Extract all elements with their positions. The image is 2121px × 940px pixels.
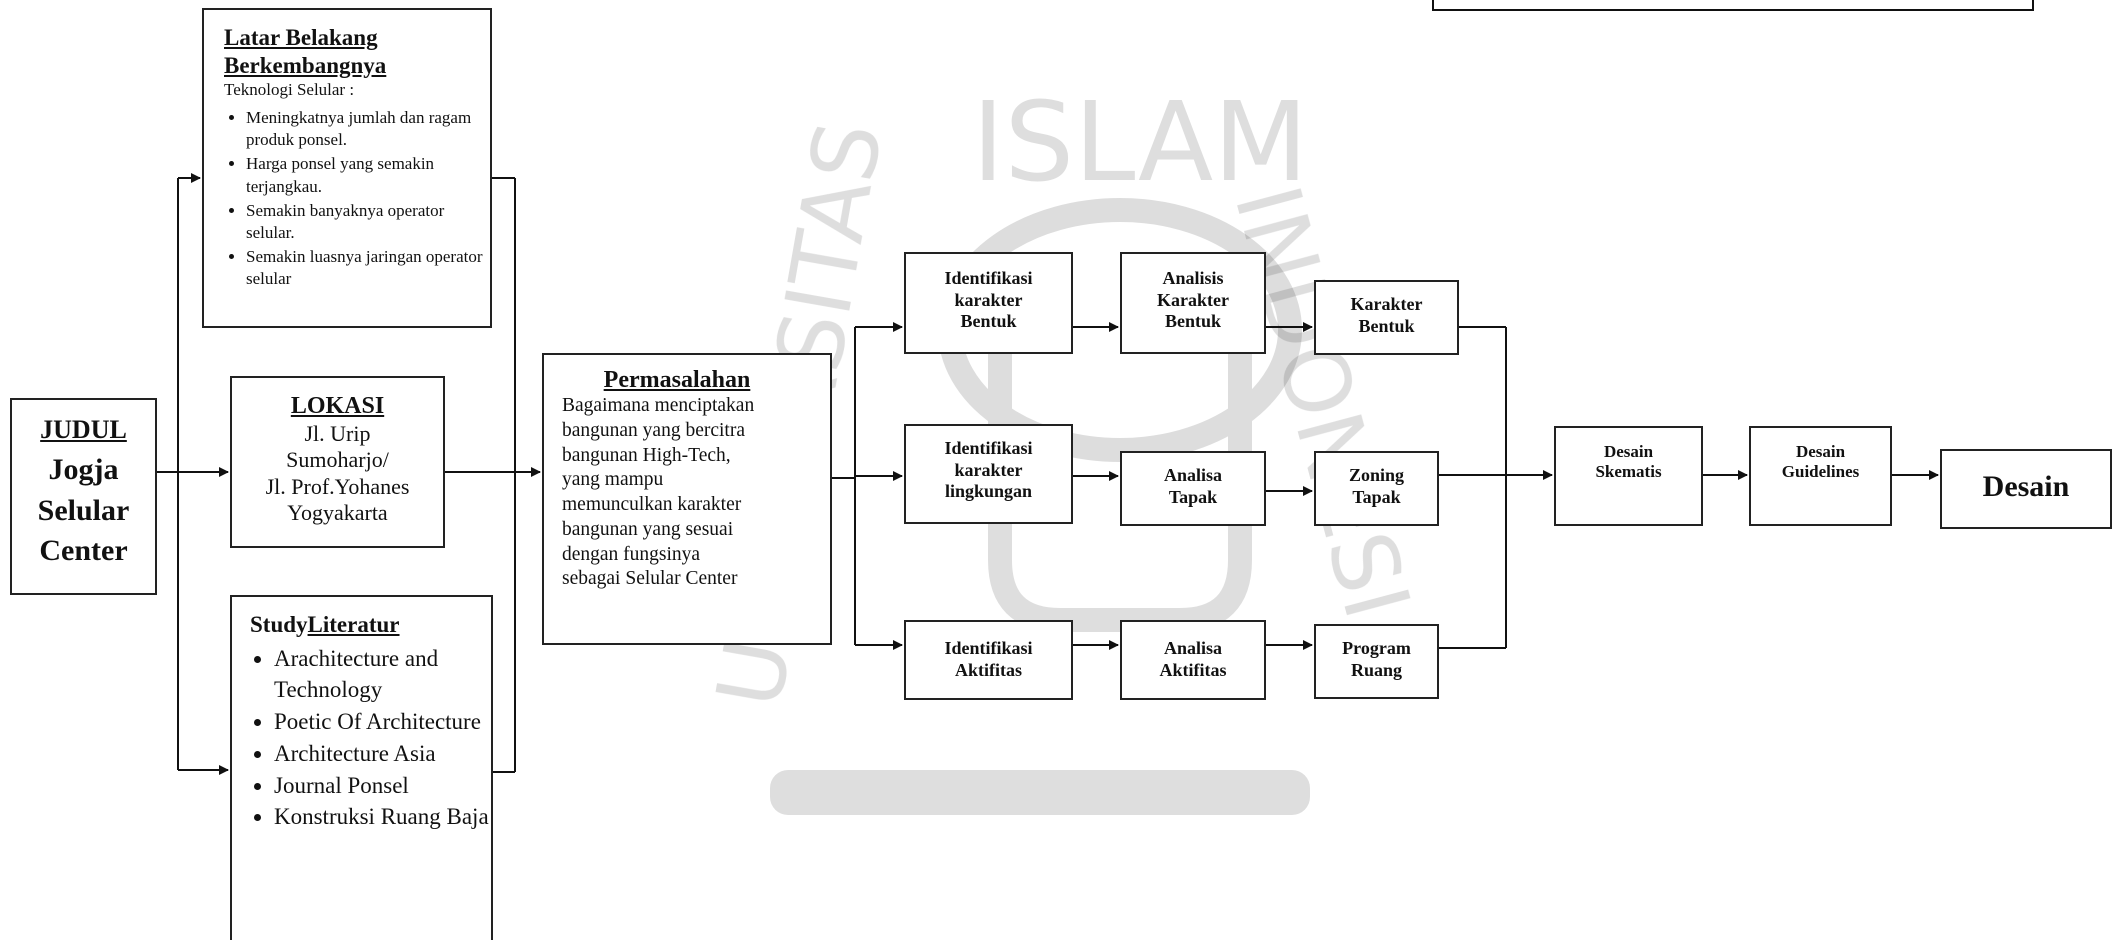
identifikasi-bentuk-box: Identifikasi karakter Bentuk: [904, 252, 1073, 354]
latar-belakang-box: Latar Belakang Berkembangnya Teknologi S…: [202, 8, 492, 328]
identifikasi-lingkungan-line: lingkungan: [944, 481, 1033, 502]
latar-item: Semakin banyaknya operator selular.: [246, 200, 486, 244]
permasalahan-line: yang mampu: [562, 469, 664, 491]
analisa-tapak-box: Analisa Tapak: [1120, 451, 1266, 526]
identifikasi-lingkungan-line: Identifikasi: [944, 438, 1033, 458]
analisis-karakter-box: Analisis Karakter Bentuk: [1120, 252, 1266, 354]
latar-subtitle: Teknologi Selular :: [224, 80, 355, 100]
latar-item: Harga ponsel yang semakin terjangkau.: [246, 153, 486, 197]
zoning-tapak-box: Zoning Tapak: [1314, 451, 1439, 526]
identifikasi-lingkungan-box: Identifikasi karakter lingkungan: [904, 424, 1073, 524]
identifikasi-aktifitas-line: Identifikasi: [944, 638, 1033, 658]
study-title-plain: Study: [250, 612, 308, 637]
karakter-bentuk-line: Bentuk: [1358, 315, 1415, 336]
desain-skematis-line: Skematis: [1595, 462, 1662, 482]
desain-label: Desain: [1982, 470, 2070, 503]
analisa-tapak-line: Analisa: [1163, 465, 1223, 485]
permasalahan-box: Permasalahan Bagaimana menciptakan bangu…: [542, 353, 832, 645]
permasalahan-line: Bagaimana menciptakan: [562, 395, 755, 416]
identifikasi-bentuk-line: Bentuk: [960, 311, 1017, 332]
lokasi-box: LOKASI Jl. Urip Sumoharjo/ Jl. Prof.Yoha…: [230, 376, 445, 548]
study-item: Architecture Asia: [274, 738, 490, 770]
permasalahan-line: bangunan High-Tech,: [562, 444, 731, 466]
program-ruang-line: Program: [1342, 638, 1411, 658]
latar-title-line-1: Latar Belakang: [224, 25, 378, 50]
lokasi-title: LOKASI: [290, 393, 385, 419]
analisa-aktifitas-line: Analisa: [1163, 638, 1223, 658]
program-ruang-line: Ruang: [1350, 659, 1403, 680]
study-item: Journal Ponsel: [274, 770, 490, 802]
judul-line-1: Jogja: [48, 453, 119, 486]
analisa-aktifitas-box: Analisa Aktifitas: [1120, 620, 1266, 700]
identifikasi-bentuk-line: Identifikasi: [944, 268, 1033, 288]
judul-line-3: Center: [39, 534, 128, 567]
desain-guidelines-line: Guidelines: [1781, 462, 1860, 482]
identifikasi-bentuk-line: karakter: [954, 289, 1023, 310]
karakter-bentuk-line: Karakter: [1350, 294, 1423, 314]
program-ruang-box: Program Ruang: [1314, 624, 1439, 699]
judul-line-2: Selular: [37, 493, 130, 527]
study-item: Konstruksi Ruang Baja: [274, 801, 490, 833]
study-title-underlined: Literatur: [307, 612, 400, 637]
identifikasi-aktifitas-line: Aktifitas: [955, 659, 1022, 680]
zoning-tapak-line: Tapak: [1352, 486, 1401, 507]
lokasi-line: Jl. Prof.Yohanes: [265, 473, 410, 499]
permasalahan-line: bangunan yang sesuai: [562, 518, 734, 540]
analisa-tapak-line: Tapak: [1168, 486, 1218, 507]
study-item: Arachitecture and Technology: [274, 643, 490, 706]
latar-item: Semakin luasnya jaringan operator selula…: [246, 246, 486, 290]
desain-guidelines-line: Desain: [1795, 442, 1846, 461]
zoning-tapak-line: Zoning: [1348, 465, 1405, 485]
analisis-karakter-line: Analisis: [1162, 268, 1224, 288]
permasalahan-line: bangunan yang bercitra: [562, 419, 746, 441]
latar-item: Meningkatnya jumlah dan ragam produk pon…: [246, 107, 486, 151]
lokasi-line: Sumoharjo/: [286, 447, 389, 473]
permasalahan-line: sebagai Selular Center: [562, 568, 738, 590]
study-literatur-box: StudyLiteratur Arachitecture and Technol…: [230, 595, 493, 940]
desain-skematis-box: Desain Skematis: [1554, 426, 1703, 526]
judul-box: JUDUL Jogja Selular Center: [10, 398, 157, 595]
judul-heading: JUDUL: [40, 415, 127, 444]
permasalahan-line: memunculkan karakter: [562, 494, 742, 515]
analisis-karakter-line: Karakter: [1157, 289, 1229, 310]
karakter-bentuk-box: Karakter Bentuk: [1314, 280, 1459, 355]
desain-guidelines-box: Desain Guidelines: [1749, 426, 1892, 526]
study-item: Poetic Of Architecture: [274, 706, 490, 738]
study-title: StudyLiteratur: [250, 611, 490, 639]
permasalahan-line: dengan fungsinya: [562, 543, 701, 565]
identifikasi-lingkungan-line: karakter: [954, 459, 1023, 480]
permasalahan-title: Permasalahan: [603, 367, 751, 393]
identifikasi-aktifitas-box: Identifikasi Aktifitas: [904, 620, 1073, 700]
watermark-top-text: ISLAM: [972, 78, 1308, 206]
desain-skematis-line: Desain: [1603, 442, 1654, 461]
lokasi-line: Yogyakarta: [287, 499, 388, 525]
latar-title-line-2: Berkembangnya: [224, 52, 387, 78]
desain-box: Desain: [1940, 449, 2112, 529]
analisis-karakter-line: Bentuk: [1164, 311, 1222, 332]
lokasi-line: Jl. Urip: [304, 420, 371, 446]
analisa-aktifitas-line: Aktifitas: [1159, 659, 1227, 680]
